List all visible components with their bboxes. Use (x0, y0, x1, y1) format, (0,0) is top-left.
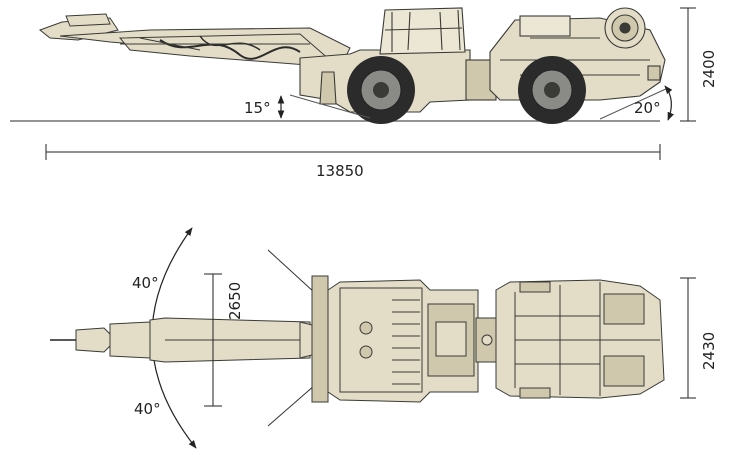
overall-length-label: 13850 (316, 162, 364, 180)
side-view: 15° 20° 2400 13850 (10, 7, 718, 180)
rear-angle-arrow (664, 85, 674, 121)
side-front-wheel (347, 56, 415, 124)
rear-angle-label: 20° (634, 99, 661, 117)
top-front-carrier (311, 275, 479, 403)
top-rear-carrier (495, 279, 665, 399)
top-articulation-pin (481, 334, 493, 346)
swing-angle-upper-label: 40° (132, 274, 159, 292)
rear-width-label: 2430 (700, 332, 718, 370)
side-rear-wheel (518, 56, 586, 124)
rear-angle-line (599, 87, 669, 120)
overall-height-label: 2400 (700, 50, 718, 88)
swing-angle-lower-label: 40° (134, 400, 161, 418)
boom-angle-line (289, 94, 371, 119)
front-width-label: 2650 (226, 282, 244, 320)
side-boom (38, 13, 351, 67)
top-view: 40° 40° (50, 227, 718, 449)
boom-angle-label: 15° (244, 99, 271, 117)
